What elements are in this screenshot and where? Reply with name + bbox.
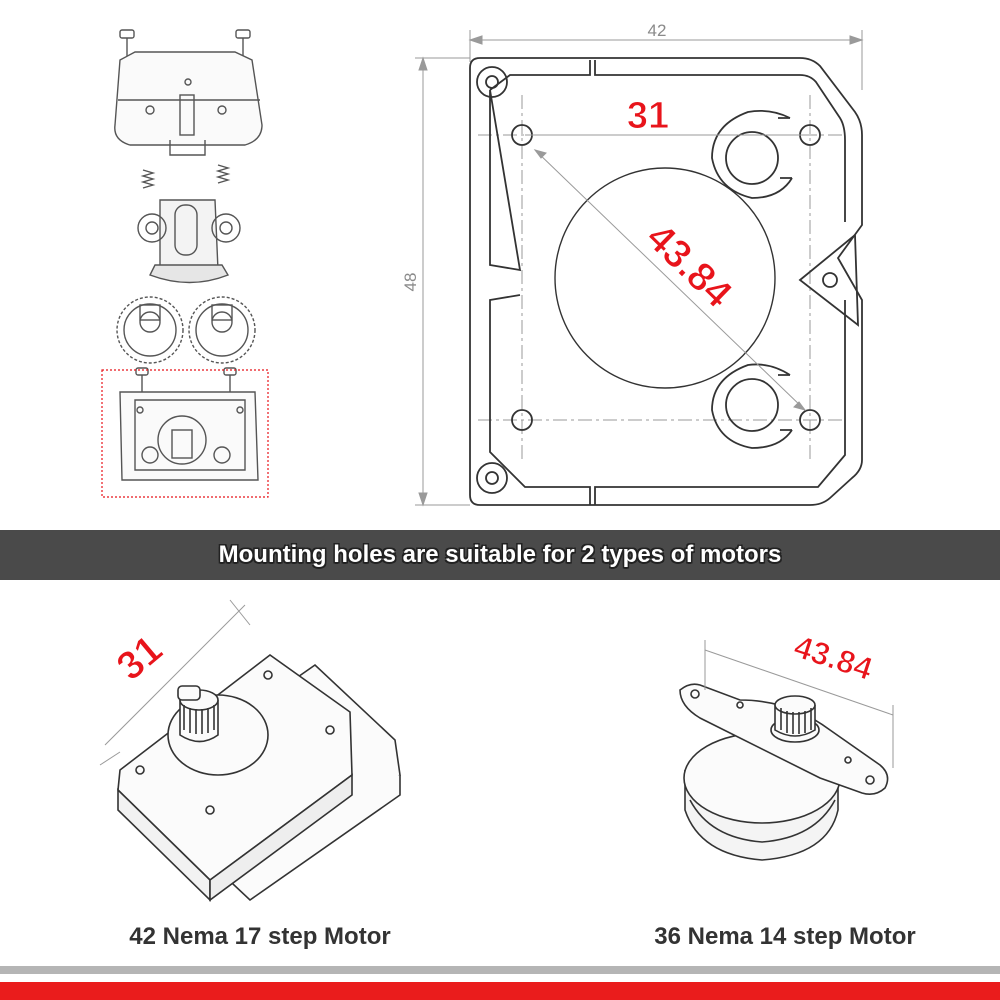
nema17-pinion-gear <box>177 685 219 743</box>
footer-red-stripe <box>0 982 1000 1000</box>
footer-gray-stripe <box>0 966 1000 974</box>
slot-hole-bottom <box>711 363 793 449</box>
nema14-pinion-gear <box>770 695 820 743</box>
corner-hole-top-left <box>476 66 508 98</box>
nema14-dimension-label: 43.84 <box>790 628 877 687</box>
nema17-caption: 42 Nema 17 step Motor <box>129 923 391 950</box>
hole-spacing-label: 31 <box>627 95 669 137</box>
drive-gear-left <box>116 296 184 364</box>
spring-left <box>140 169 156 189</box>
banner-text: Mounting holes are suitable for 2 types … <box>218 541 782 568</box>
info-banner <box>0 530 1000 580</box>
drive-gear-right <box>188 296 256 364</box>
base-screw-right <box>223 367 237 392</box>
base-plate-part <box>119 391 259 481</box>
spring-right <box>215 164 231 184</box>
height-dimension-label: 48 <box>401 273 420 292</box>
plate-inner-outline <box>489 60 846 505</box>
plate-outline <box>469 57 863 506</box>
motor-hole-bottom-right <box>799 409 821 431</box>
base-screw-left <box>135 367 149 392</box>
corner-hole-bottom-left <box>476 462 508 494</box>
slot-hole-top <box>711 109 793 199</box>
idler-arm-part <box>137 199 241 284</box>
highlight-box <box>101 369 269 498</box>
motor-boss-circle <box>554 167 776 389</box>
motor-hole-bottom-left <box>511 409 533 431</box>
top-screw-right <box>235 29 251 58</box>
width-dimension-label: 42 <box>648 21 667 40</box>
top-screw-left <box>119 29 135 58</box>
triangle-tab <box>798 233 859 327</box>
nema14-caption: 36 Nema 14 step Motor <box>654 923 916 950</box>
top-cover-part <box>114 51 263 156</box>
